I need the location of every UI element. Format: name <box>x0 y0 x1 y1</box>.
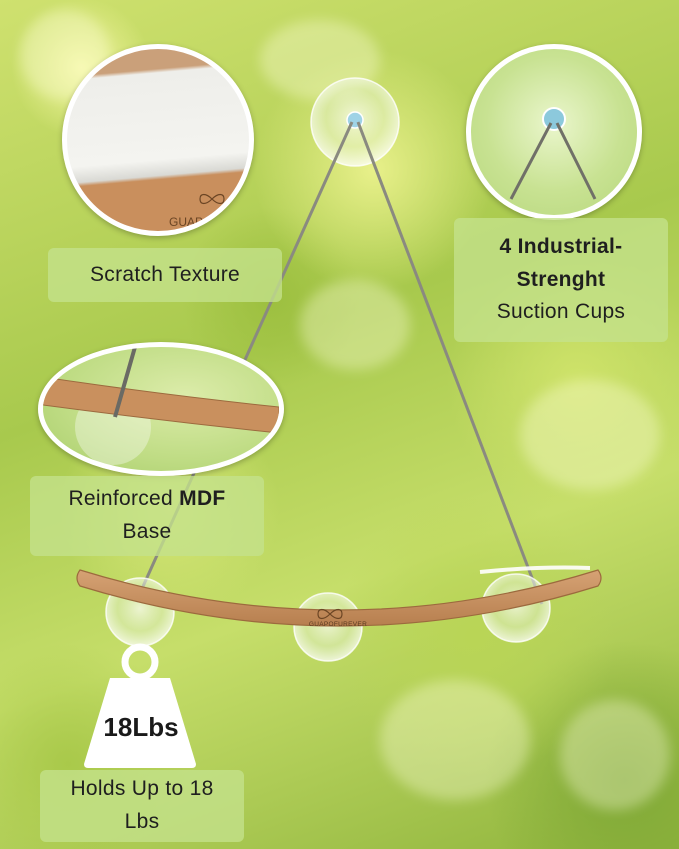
bokeh <box>300 280 410 370</box>
suction-cups-callout: 4 Industrial- Strenght Suction Cups <box>454 218 668 342</box>
mdf-detail <box>43 347 279 465</box>
brand-text: GUAPOFUREVER <box>308 621 368 628</box>
suction-cup-detail <box>509 107 597 200</box>
texture-detail <box>199 193 225 205</box>
bokeh <box>560 700 670 810</box>
brand-logo-icon <box>317 608 343 620</box>
mdf-base-callout: Reinforced MDF Base <box>30 476 264 556</box>
mdf-prefix: Reinforced <box>68 487 180 511</box>
right-cord <box>356 121 544 605</box>
suction-line-3: Suction Cups <box>496 300 626 324</box>
scratch-texture-callout: Scratch Texture <box>48 248 282 302</box>
suction-line-1: 4 Industrial- <box>499 235 623 259</box>
suction-line-2: Strenght <box>516 267 606 291</box>
curved-shelf <box>76 569 602 627</box>
mdf-line-1: Reinforced MDF <box>68 483 225 516</box>
holds-line-1: Holds Up to 18 <box>70 777 214 801</box>
scratch-texture-label: Scratch Texture <box>89 262 240 286</box>
bokeh <box>380 680 530 800</box>
weight-badge-label: 18Lbs <box>103 712 179 742</box>
bokeh <box>520 380 660 490</box>
mdf-base-zoom <box>38 342 284 476</box>
scratch-texture-zoom: GUAP <box>62 44 254 236</box>
holds-weight-callout: Holds Up to 18 Lbs <box>40 770 244 842</box>
mdf-line-2: Base <box>122 520 172 543</box>
mdf-bold: MDF <box>179 487 226 511</box>
top-suction-cup <box>310 77 400 167</box>
weight-icon <box>84 643 196 768</box>
brand-partial-text: GUAP <box>169 215 204 229</box>
suction-cup-zoom <box>466 44 642 220</box>
scratch-pad-edge <box>479 565 591 574</box>
holds-line-2: Lbs <box>124 810 160 833</box>
